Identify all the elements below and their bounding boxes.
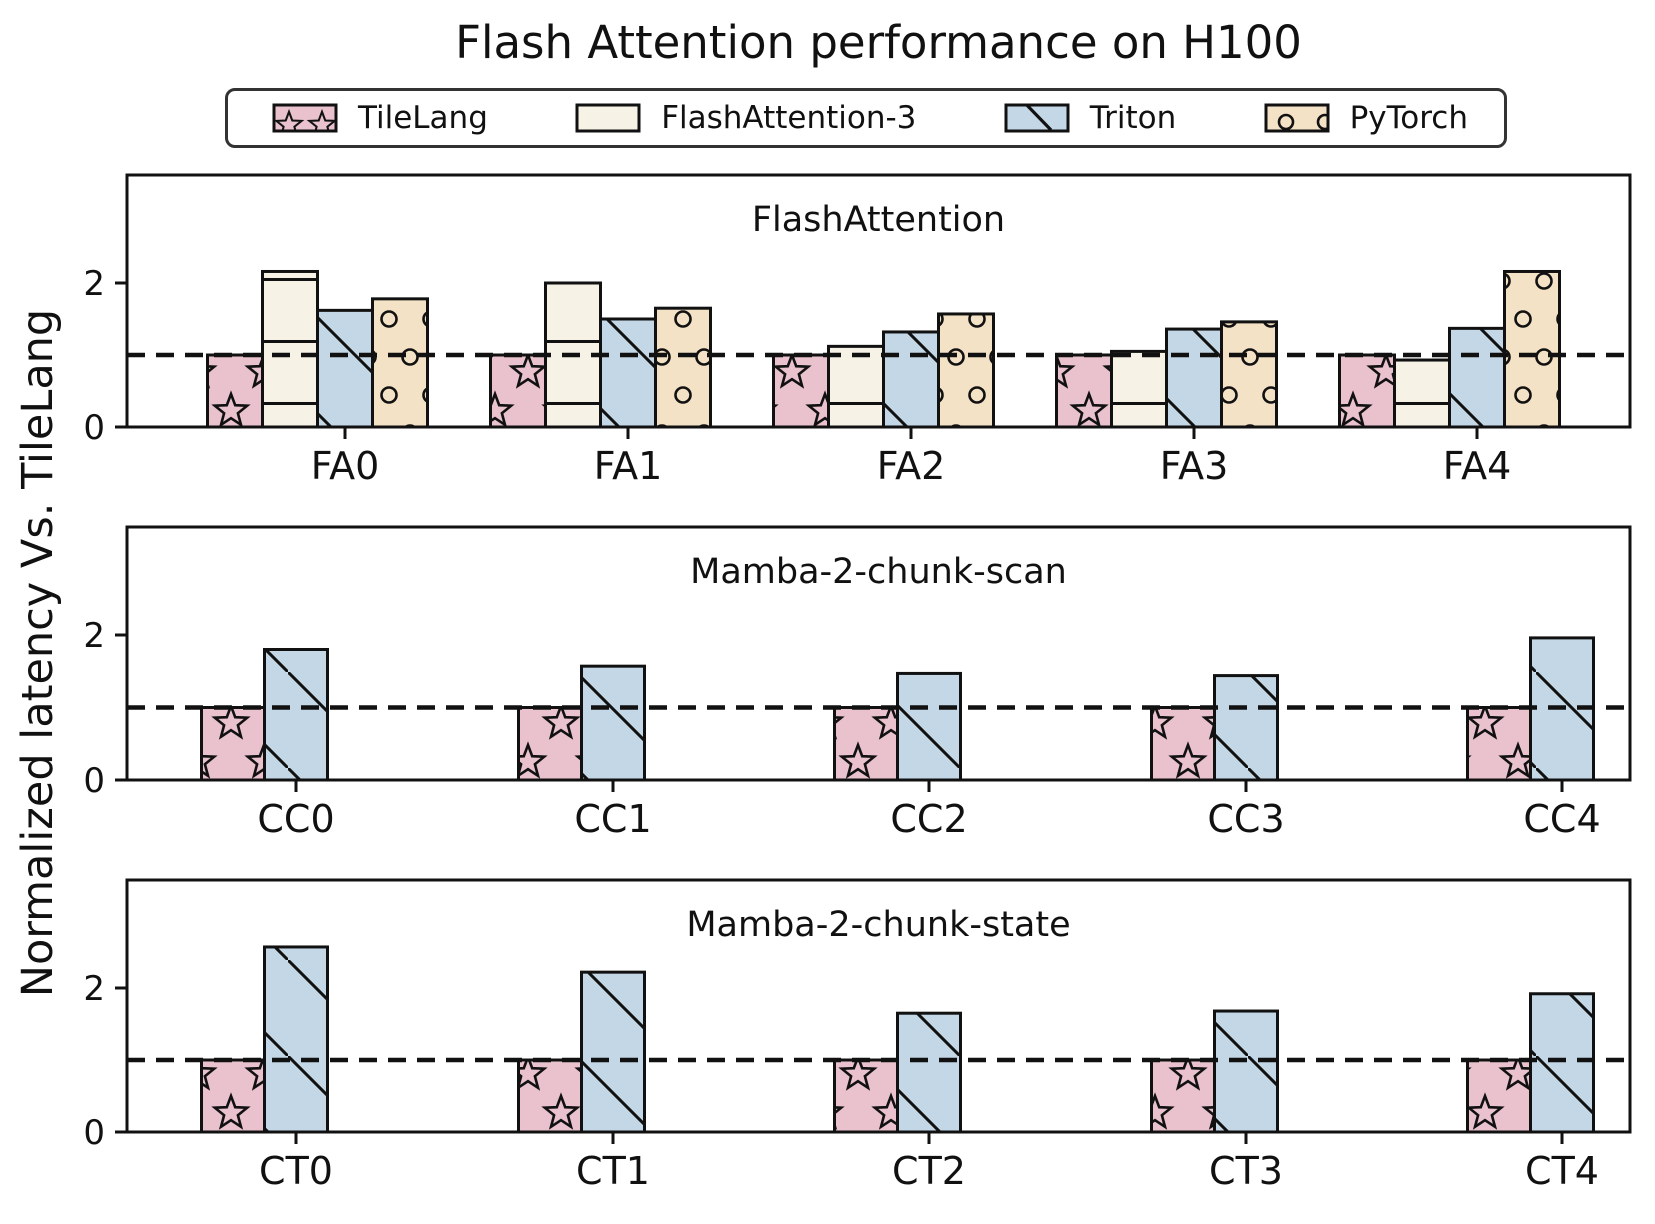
axes-frame: [125, 525, 1632, 782]
legend-label: TileLang: [358, 100, 488, 136]
bar-hatch: [262, 271, 318, 427]
bar-hatch: [938, 313, 994, 427]
bar-hatch: [834, 1060, 898, 1132]
y-tick-label: 2: [83, 616, 105, 656]
bar-hatch: [1151, 707, 1215, 780]
bar-hatch: [1214, 675, 1278, 780]
bar-hatch: [1504, 271, 1560, 427]
bar-hatch: [828, 346, 884, 427]
bar-hatch: [834, 707, 898, 780]
bar-hatch: [581, 666, 645, 780]
bar-hatch: [1467, 1060, 1531, 1132]
bar-hatch: [655, 308, 711, 427]
y-tick-label: 0: [83, 408, 105, 448]
bar-hatch: [883, 331, 939, 427]
bar-hatch: [1151, 1060, 1215, 1132]
bar-hatch: [1221, 321, 1277, 427]
legend-label: PyTorch: [1349, 100, 1468, 136]
bar-hatch: [207, 355, 263, 427]
bar-hatch: [201, 1060, 265, 1132]
bar-hatch: [372, 298, 428, 427]
bar-hatch: [317, 310, 373, 427]
bar-hatch: [1449, 328, 1505, 427]
x-tick-label: FA3: [1160, 444, 1229, 488]
axes-frame: [125, 878, 1632, 1134]
bar-hatch: [1214, 1011, 1278, 1132]
x-tick-label: FA1: [594, 444, 663, 488]
bar-hatch: [1111, 351, 1167, 427]
legend-swatch-hlines-icon: [575, 103, 641, 133]
legend-label: FlashAttention-3: [661, 100, 917, 136]
legend-swatch-diagonal-icon: [1004, 103, 1070, 133]
x-tick-label: FA0: [311, 444, 380, 488]
x-tick-label: FA2: [877, 444, 946, 488]
legend-label: Triton: [1089, 100, 1177, 136]
x-tick-label: CT0: [259, 1149, 333, 1193]
bar-hatch: [264, 649, 328, 780]
x-tick-label: CC1: [574, 797, 651, 841]
subplot-title: Mamba-2-chunk-scan: [690, 552, 1067, 592]
legend: TileLang FlashAttention-3 Triton: [225, 88, 1507, 148]
bar-hatch: [1056, 355, 1112, 427]
bar-hatch: [1166, 329, 1222, 427]
x-tick-label: CT3: [1209, 1149, 1283, 1193]
bar-hatch: [264, 946, 328, 1132]
chart-title: Flash Attention performance on H100: [455, 16, 1302, 69]
axes-frame: [125, 173, 1632, 429]
bar-hatch: [1394, 360, 1450, 427]
y-tick-label: 2: [83, 969, 105, 1009]
subplot-title: Mamba-2-chunk-state: [686, 905, 1070, 945]
bar-hatch: [773, 355, 829, 427]
bar-hatch: [897, 673, 961, 780]
x-tick-label: CC2: [890, 797, 967, 841]
bar-hatch: [201, 707, 265, 780]
bar-hatch: [581, 972, 645, 1132]
x-tick-label: CT2: [892, 1149, 966, 1193]
bar-hatch: [897, 1013, 961, 1132]
legend-item-flashattention-3: FlashAttention-3: [575, 100, 916, 136]
bar-hatch: [600, 319, 656, 427]
legend-swatch-circles-icon: [1264, 103, 1330, 133]
bar-hatch: [1467, 707, 1531, 780]
y-tick-label: 2: [83, 264, 105, 304]
subplot-title: FlashAttention: [752, 200, 1005, 240]
x-tick-label: CT4: [1525, 1149, 1599, 1193]
bar-hatch: [1530, 993, 1594, 1132]
bar-hatch: [518, 1060, 582, 1132]
x-tick-label: CC0: [257, 797, 334, 841]
y-tick-label: 0: [83, 1113, 105, 1153]
legend-item-pytorch: PyTorch: [1264, 100, 1468, 136]
x-tick-label: CT1: [576, 1149, 650, 1193]
legend-item-triton: Triton: [1004, 100, 1177, 136]
y-tick-label: 0: [83, 761, 105, 801]
legend-item-tilelang: TileLang: [272, 100, 488, 136]
x-tick-label: CC4: [1523, 797, 1600, 841]
bar-hatch: [1339, 355, 1395, 427]
legend-swatch-star-icon: [272, 103, 338, 133]
bar-hatch: [490, 355, 546, 427]
bar-hatch: [518, 707, 582, 780]
x-tick-label: CC3: [1207, 797, 1284, 841]
x-tick-label: FA4: [1443, 444, 1512, 488]
